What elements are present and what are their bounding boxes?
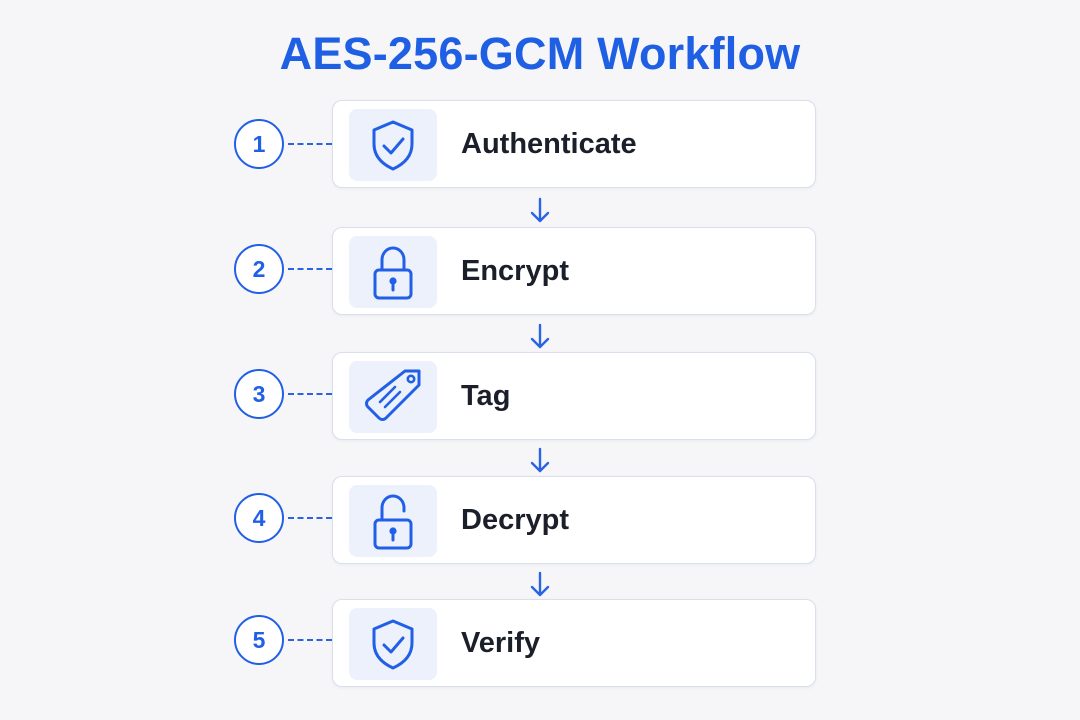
dashed-connector <box>288 268 332 270</box>
lock-open-icon <box>349 485 437 557</box>
step-number-badge: 5 <box>234 615 284 665</box>
step-number-badge: 1 <box>234 119 284 169</box>
down-arrow-icon <box>530 447 550 473</box>
step-number-badge: 3 <box>234 369 284 419</box>
shield-check-icon <box>349 109 437 181</box>
step-card-tag: Tag <box>332 352 816 440</box>
step-number-badge: 2 <box>234 244 284 294</box>
step-label: Decrypt <box>461 503 569 536</box>
step-label: Encrypt <box>461 254 569 287</box>
shield-check-icon <box>349 608 437 680</box>
down-arrow-icon <box>530 323 550 349</box>
dashed-connector <box>288 393 332 395</box>
step-card-verify: Verify <box>332 599 816 687</box>
step-label: Authenticate <box>461 127 637 160</box>
down-arrow-icon <box>530 571 550 597</box>
lock-closed-icon <box>349 236 437 308</box>
down-arrow-icon <box>530 197 550 223</box>
dashed-connector <box>288 639 332 641</box>
step-card-authenticate: Authenticate <box>332 100 816 188</box>
step-label: Verify <box>461 626 540 659</box>
dashed-connector <box>288 143 332 145</box>
dashed-connector <box>288 517 332 519</box>
step-card-decrypt: Decrypt <box>332 476 816 564</box>
step-label: Tag <box>461 379 511 412</box>
page-title: AES-256-GCM Workflow <box>279 28 801 79</box>
step-card-encrypt: Encrypt <box>332 227 816 315</box>
tag-icon <box>349 361 437 433</box>
step-number-badge: 4 <box>234 493 284 543</box>
